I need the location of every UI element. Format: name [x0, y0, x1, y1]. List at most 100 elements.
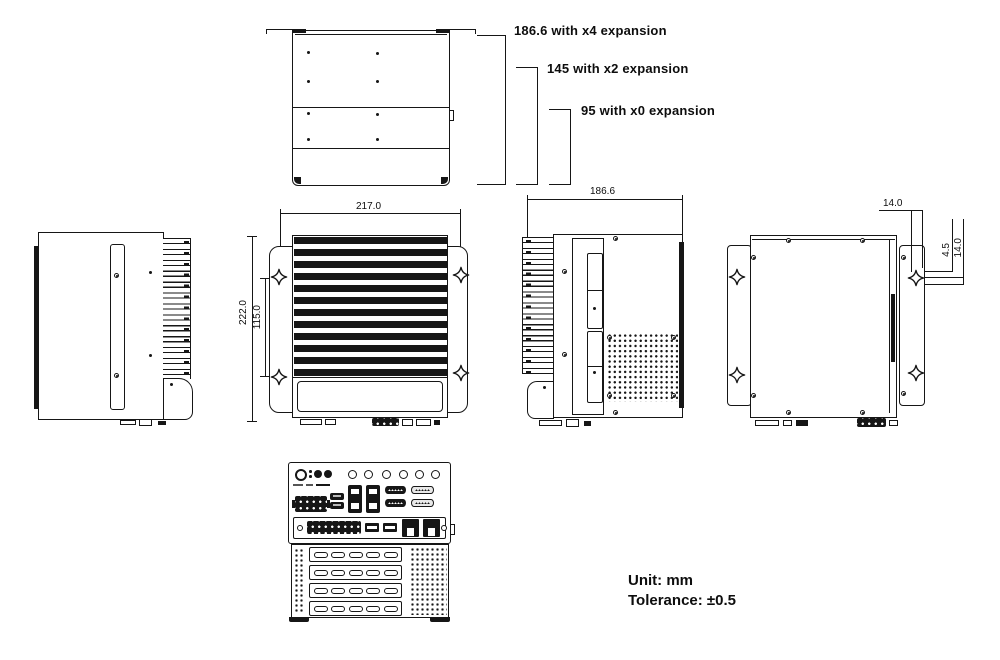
dimension-line — [260, 376, 270, 378]
screw — [562, 269, 567, 274]
screw — [671, 393, 676, 398]
dim-front-width: 217.0 — [356, 201, 382, 212]
dimension-line — [549, 184, 570, 186]
screw — [613, 236, 618, 241]
usb-port — [383, 523, 397, 532]
extension-line — [922, 210, 924, 268]
vent-slot — [383, 551, 398, 558]
dimension-line — [265, 278, 267, 377]
screw — [786, 410, 791, 415]
screw — [607, 393, 612, 398]
power-button — [295, 469, 307, 481]
usb-port-stack — [348, 485, 362, 513]
vent-slot — [348, 605, 363, 612]
dimension-line — [477, 184, 505, 186]
tolerance-note: Tolerance: ±0.5 — [628, 592, 736, 609]
corner-mark — [441, 177, 448, 184]
dimension-line — [516, 67, 537, 69]
flange-line — [475, 29, 477, 34]
dimension-line — [247, 421, 257, 423]
power-led — [309, 470, 312, 473]
antenna-hole — [431, 470, 440, 479]
screw — [114, 273, 119, 278]
dimension-line — [570, 109, 572, 185]
vent-slot — [366, 605, 380, 612]
dimension-line — [549, 109, 570, 111]
screw — [613, 410, 618, 415]
vent-slot — [331, 605, 345, 612]
screw — [376, 80, 379, 83]
status-led — [309, 475, 312, 478]
section-divider — [292, 107, 450, 109]
screw — [860, 410, 865, 415]
vent-slot — [313, 551, 328, 558]
bottom-connector — [372, 418, 399, 426]
panel-line — [292, 377, 448, 379]
antenna-hole — [382, 470, 391, 479]
dim-hole-span: 115.0 — [252, 305, 263, 330]
screw — [376, 138, 379, 141]
panel-line — [295, 34, 447, 36]
edge-plate — [679, 242, 684, 408]
panel-line — [752, 239, 895, 241]
mounting-hole-icon — [452, 364, 470, 382]
bottom-connector — [755, 420, 779, 426]
expansion-slot-cover — [309, 565, 402, 580]
bottom-connector — [325, 419, 336, 425]
displayport — [330, 502, 344, 509]
unit-note: Unit: mm — [628, 572, 693, 589]
panel-line — [889, 240, 891, 413]
mounting-hole-icon — [452, 266, 470, 284]
vent-slot — [331, 587, 345, 594]
screw — [562, 352, 567, 357]
vent-slot — [366, 551, 380, 558]
dimension-line — [537, 67, 539, 185]
dim-side-depth: 186.6 — [590, 186, 616, 197]
screw — [307, 51, 310, 54]
dimension-line — [260, 278, 270, 280]
callout-x0-label: 95 with x0 expansion — [581, 103, 716, 118]
vent-slot — [313, 605, 328, 612]
screw — [149, 271, 152, 274]
extension-line — [527, 203, 529, 237]
screw — [860, 238, 865, 243]
dimension-line — [963, 219, 965, 285]
section-divider — [292, 148, 450, 150]
antenna-hole — [415, 470, 424, 479]
mount-hole — [297, 525, 303, 531]
foot — [430, 617, 450, 622]
screw — [751, 255, 756, 260]
bottom-connector — [434, 420, 440, 425]
dim-front-height: 222.0 — [238, 300, 249, 326]
mounting-hole-icon — [270, 368, 288, 386]
screw — [607, 335, 612, 340]
corner-mark — [436, 29, 449, 33]
chassis-step — [163, 378, 193, 420]
edge-slot — [891, 294, 895, 362]
bottom-connector — [783, 420, 792, 426]
fin-pins — [184, 239, 189, 379]
screw — [901, 391, 906, 396]
dim-rear-hole-inset: 4.5 — [941, 243, 952, 257]
dimension-line — [280, 209, 282, 217]
screw — [376, 113, 379, 116]
dimension-line — [252, 236, 254, 422]
mounting-hole-icon — [907, 364, 925, 382]
power-terminal-block — [295, 496, 327, 512]
panel-line — [588, 290, 602, 292]
extension-line — [460, 217, 462, 274]
dimension-line — [879, 210, 923, 212]
flange-line — [266, 29, 293, 31]
dim-rear-offset: 14.0 — [883, 198, 903, 209]
vent-slot — [383, 569, 398, 576]
vent-grid — [607, 333, 678, 402]
antenna-hole — [364, 470, 373, 479]
heatsink-fins — [293, 236, 447, 376]
bottom-connector — [889, 420, 898, 426]
panel-line — [588, 366, 602, 368]
bottom-connector — [566, 419, 579, 427]
vent-slot — [348, 551, 363, 558]
flange-line — [266, 29, 268, 34]
callout-x4-label: 186.6 with x4 expansion — [514, 23, 667, 38]
